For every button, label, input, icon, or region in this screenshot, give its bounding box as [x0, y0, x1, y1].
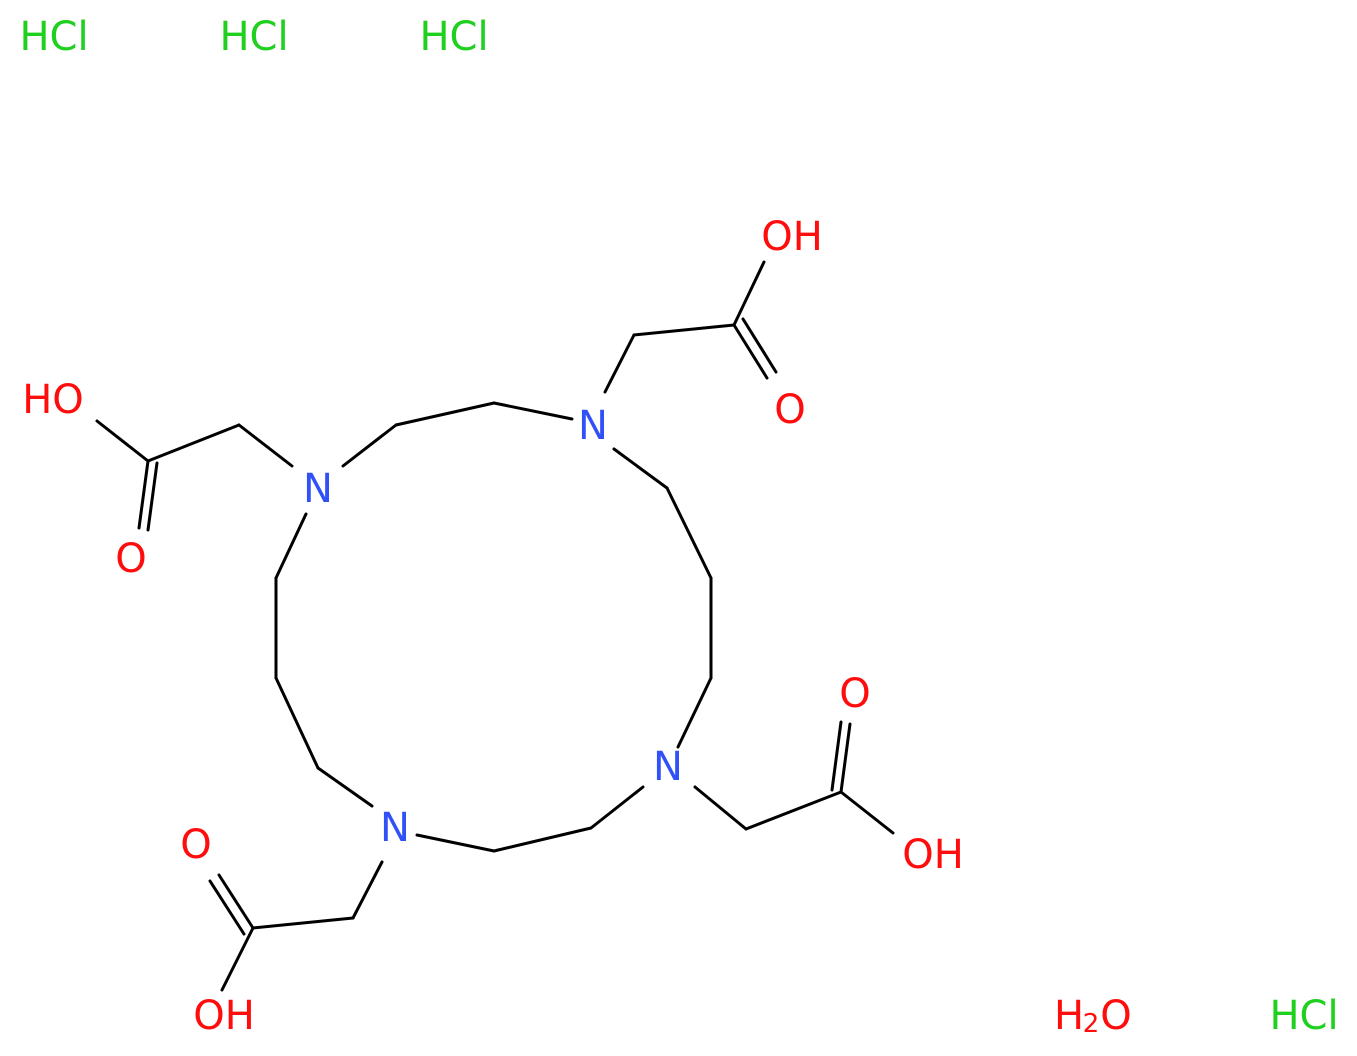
- arm-right: [693, 720, 895, 835]
- nitrogen-atom-right: N: [653, 744, 683, 790]
- bond: [415, 833, 496, 853]
- hydroxyl-top: OH: [761, 214, 823, 260]
- bond: [341, 423, 398, 468]
- bond: [95, 419, 150, 463]
- bond: [741, 317, 778, 374]
- bond: [146, 423, 241, 463]
- hcl-label: HCl: [419, 14, 488, 60]
- ring-bonds: [274, 401, 713, 853]
- water-hydrogen: H: [1054, 993, 1084, 1039]
- bond: [732, 323, 769, 380]
- bond: [839, 790, 895, 835]
- carbonyl-oxygen-right: O: [839, 671, 870, 717]
- bond: [603, 333, 636, 394]
- bond: [316, 766, 374, 808]
- bond: [830, 720, 843, 792]
- bond: [251, 916, 355, 930]
- bond: [589, 785, 645, 830]
- carbonyl-oxygen-top: O: [774, 387, 805, 433]
- bond: [274, 676, 320, 770]
- bond: [676, 676, 713, 749]
- hydroxyl-left: HO: [22, 377, 84, 423]
- bond: [693, 785, 748, 831]
- hydroxyl-bottom: OH: [193, 993, 255, 1039]
- bond: [394, 401, 496, 427]
- water-oxygen: O: [1100, 993, 1131, 1039]
- arm-left: [95, 419, 294, 532]
- bond: [744, 790, 843, 831]
- bond: [665, 486, 713, 580]
- nitrogen-atom-left: N: [303, 466, 333, 512]
- bond: [492, 826, 593, 853]
- bond: [137, 459, 150, 530]
- hcl-label: HCl: [219, 14, 288, 60]
- bond: [632, 323, 736, 337]
- carbonyl-oxygen-bottom: O: [180, 822, 211, 868]
- arm-bottom: [208, 860, 384, 992]
- bond: [492, 401, 574, 421]
- bond: [612, 447, 669, 490]
- bond: [146, 461, 159, 532]
- bond: [274, 512, 308, 580]
- arm-top: [603, 260, 778, 394]
- water-subscript: 2: [1083, 1009, 1100, 1039]
- bond: [208, 879, 246, 936]
- bond: [217, 873, 255, 930]
- bond: [220, 926, 255, 992]
- carbonyl-oxygen-left: O: [115, 536, 146, 582]
- hcl-label: HCl: [1269, 993, 1338, 1039]
- bond: [351, 860, 384, 920]
- bond: [732, 260, 766, 327]
- hcl-label: HCl: [19, 14, 88, 60]
- nitrogen-atom-top: N: [578, 403, 608, 449]
- nitrogen-atom-bottom: N: [380, 805, 410, 851]
- bond: [237, 423, 294, 468]
- hydroxyl-right: OH: [902, 832, 964, 878]
- water-label: H 2 O: [1054, 993, 1132, 1039]
- bond: [839, 722, 852, 794]
